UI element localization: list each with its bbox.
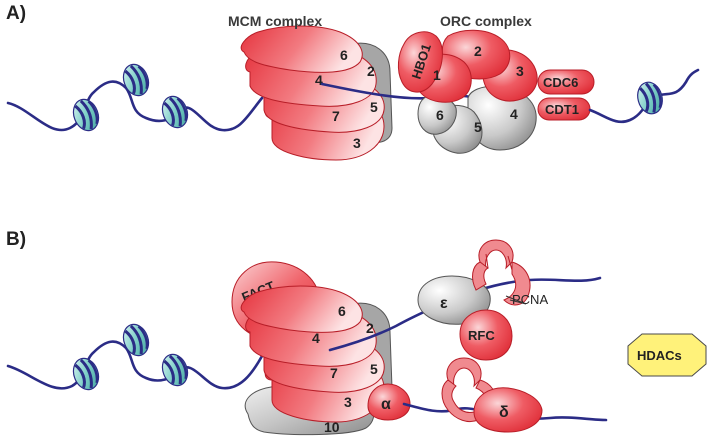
panel-b-label: B) <box>6 229 26 250</box>
mcm-a-subunit-6: 6 <box>340 47 348 63</box>
mcm-a-subunit-5: 5 <box>370 99 378 115</box>
mcm-a-subunit-4: 4 <box>315 72 323 88</box>
nucleosome-b2 <box>117 319 155 361</box>
mcm-a-subunit-3: 3 <box>353 135 361 151</box>
mcm-b-subunit-6: 6 <box>338 303 346 319</box>
delta-label: δ <box>499 404 509 421</box>
panel-a-label: A) <box>6 3 26 24</box>
nucleosome-b1 <box>67 353 105 395</box>
mcm-b-subunit-3: 3 <box>344 394 352 410</box>
pol-alpha <box>367 383 411 421</box>
orc-complex <box>397 29 538 154</box>
nucleosome-a1 <box>67 94 105 136</box>
pcna-ring-upper <box>472 239 531 306</box>
cdt1-label: CDT1 <box>545 102 579 117</box>
pol-epsilon <box>417 275 491 325</box>
nucleosome-a2 <box>117 59 155 101</box>
nucleosome-b3 <box>156 349 194 391</box>
epsilon-label: ε <box>440 295 448 312</box>
pol-delta <box>473 387 543 433</box>
pcna-label: PCNA <box>512 292 548 307</box>
orc-complex-title: ORC complex <box>440 13 532 29</box>
alpha-label: α <box>381 396 391 413</box>
pcna-leader-line <box>505 295 527 305</box>
nucleosome-a3 <box>156 91 194 133</box>
cdc6-label: CDC6 <box>543 75 578 90</box>
mcm-complex-title: MCM complex <box>228 13 322 29</box>
dna-strand-b-left <box>6 340 264 390</box>
orc-subunit-5: 5 <box>474 119 482 135</box>
mcm-complex-a <box>240 25 393 161</box>
rfc-complex <box>459 309 513 361</box>
mcm-b-subunit-2: 2 <box>366 320 374 336</box>
orc-subunit-3: 3 <box>516 63 524 79</box>
dna-strand-a-left <box>6 80 264 132</box>
mcm-b-subunit-10: 10 <box>324 419 340 435</box>
rfc-label: RFC <box>468 328 495 343</box>
mcm-a-subunit-7: 7 <box>332 108 340 124</box>
orc-subunit-4: 4 <box>510 106 518 122</box>
mcm-b-subunit-7: 7 <box>330 365 338 381</box>
orc-subunit-6: 6 <box>436 107 444 123</box>
mcm-b-subunit-5: 5 <box>370 361 378 377</box>
orc-subunit-1: 1 <box>433 67 441 83</box>
hdacs-label: HDACs <box>637 348 682 363</box>
nucleosome-a4 <box>632 77 668 119</box>
mcm-complex-b <box>240 285 393 436</box>
mcm-b-subunit-4: 4 <box>312 330 320 346</box>
orc-subunit-2: 2 <box>474 43 482 59</box>
mcm-a-subunit-2: 2 <box>367 63 375 79</box>
hdacs-badge <box>627 333 707 377</box>
